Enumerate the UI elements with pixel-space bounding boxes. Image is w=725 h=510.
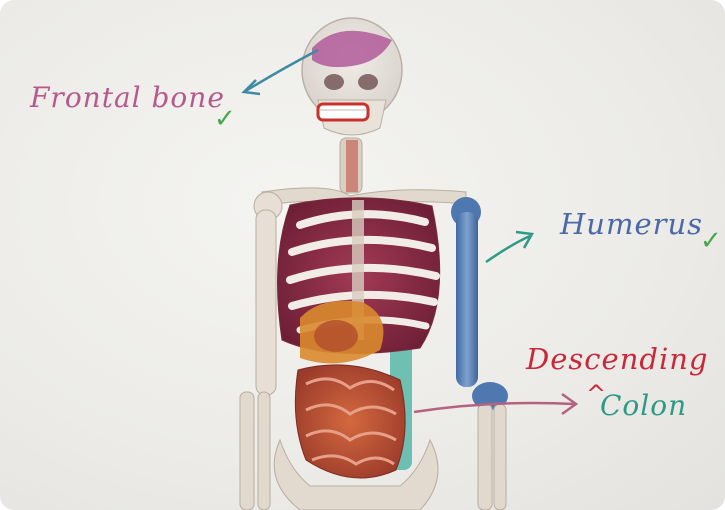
frontal-bone-arrow <box>244 50 318 92</box>
colon-label: Colon <box>600 392 687 420</box>
descending-label: Descending <box>526 345 708 374</box>
humerus-label: Humerus <box>560 210 703 239</box>
humerus-arrow <box>486 236 530 262</box>
colon-arrow <box>414 403 574 412</box>
frontal-bone-checkmark: ✓ <box>214 104 236 134</box>
frontal-bone-label: Frontal bone <box>30 84 225 112</box>
humerus-checkmark: ✓ <box>700 226 722 256</box>
